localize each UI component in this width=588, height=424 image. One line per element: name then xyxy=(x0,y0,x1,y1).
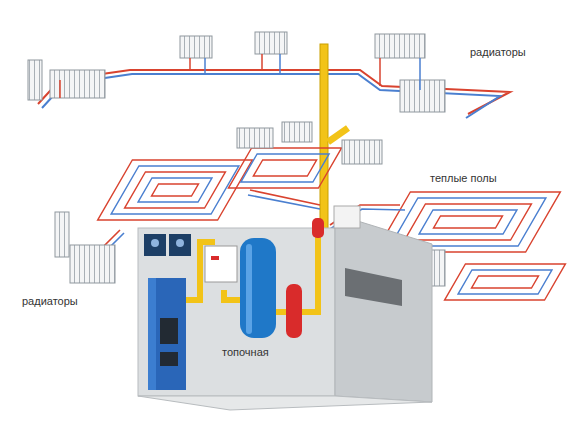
radiator-symbol xyxy=(342,140,382,164)
floor-supply-pipes xyxy=(248,195,320,209)
expansion-tank xyxy=(286,284,302,338)
solid-fuel-boiler xyxy=(148,278,186,390)
gas-boiler xyxy=(205,246,237,282)
radiator-connections xyxy=(279,54,281,74)
radiator-connections xyxy=(379,58,381,86)
radiator-symbol xyxy=(282,122,312,142)
expansion-tank xyxy=(312,218,324,238)
water-tank xyxy=(246,244,252,334)
radiator-label: радиаторы xyxy=(20,295,80,308)
boiler-room xyxy=(138,228,335,396)
floor-heating-coil xyxy=(228,148,341,188)
boiler-room xyxy=(138,396,432,410)
control-panel xyxy=(144,234,191,256)
radiator-symbol xyxy=(70,245,115,283)
control-panel xyxy=(176,239,184,247)
floor-heating-coil xyxy=(241,154,329,182)
radiator-symbol xyxy=(237,128,273,148)
radiator-symbol xyxy=(375,34,425,58)
boiler-room xyxy=(335,214,432,402)
floor-heating-coil xyxy=(138,178,212,202)
solid-fuel-boiler xyxy=(160,352,178,366)
radiator-connections xyxy=(59,80,61,98)
floor-heating-label: теплые полы xyxy=(428,172,499,185)
control-panel xyxy=(144,234,166,256)
radiator-connections xyxy=(204,58,206,74)
radiator-label: радиаторы xyxy=(468,46,528,59)
floor-heating-coil xyxy=(111,166,239,214)
floor-heating-coil xyxy=(405,204,532,240)
floor-heating-coil xyxy=(458,270,552,294)
radiator-symbol xyxy=(28,32,445,112)
upper-floor-pipes xyxy=(42,74,500,118)
radiator-symbol xyxy=(400,80,445,112)
radiator-symbol xyxy=(50,70,105,98)
floor-heating-coil xyxy=(125,172,226,208)
floor-heating-coil xyxy=(228,148,341,188)
solid-fuel-boiler xyxy=(160,318,178,344)
radiator-connections xyxy=(419,58,421,90)
floor-heating-coil xyxy=(419,210,517,234)
expansion-tank xyxy=(286,218,324,338)
radiator-symbol xyxy=(55,212,69,257)
radiator-connections xyxy=(261,54,263,70)
floor-heating-coil xyxy=(253,160,316,176)
gas-boiler xyxy=(205,246,237,282)
water-tank xyxy=(240,238,276,338)
upper-floor-pipes xyxy=(38,45,510,118)
solid-fuel-boiler xyxy=(148,278,186,390)
boiler-room-label: топочная xyxy=(220,346,271,359)
boiler-room-pipes xyxy=(224,290,240,300)
floor-heating-coil xyxy=(434,216,503,228)
radiator-symbol xyxy=(180,36,212,58)
floor-heating-coil xyxy=(445,264,566,300)
radiator-symbol xyxy=(28,60,42,100)
boiler-room xyxy=(138,214,432,410)
floor-heating-coil xyxy=(472,276,539,288)
boiler-room xyxy=(345,268,402,306)
floor-heating-coil xyxy=(98,160,253,220)
solid-fuel-boiler xyxy=(148,278,156,390)
gas-boiler xyxy=(211,256,219,260)
radiator-connections xyxy=(189,58,191,70)
control-panel xyxy=(169,234,191,256)
distribution-box xyxy=(334,206,360,228)
radiator-connections xyxy=(60,54,420,98)
control-panel xyxy=(151,239,159,247)
distribution-box xyxy=(334,206,360,228)
floor-heating-coil xyxy=(98,160,253,220)
floor-heating-coil xyxy=(152,184,199,196)
water-tank xyxy=(240,238,276,338)
floor-heating-coil xyxy=(445,264,566,300)
radiator-symbol xyxy=(255,32,287,54)
